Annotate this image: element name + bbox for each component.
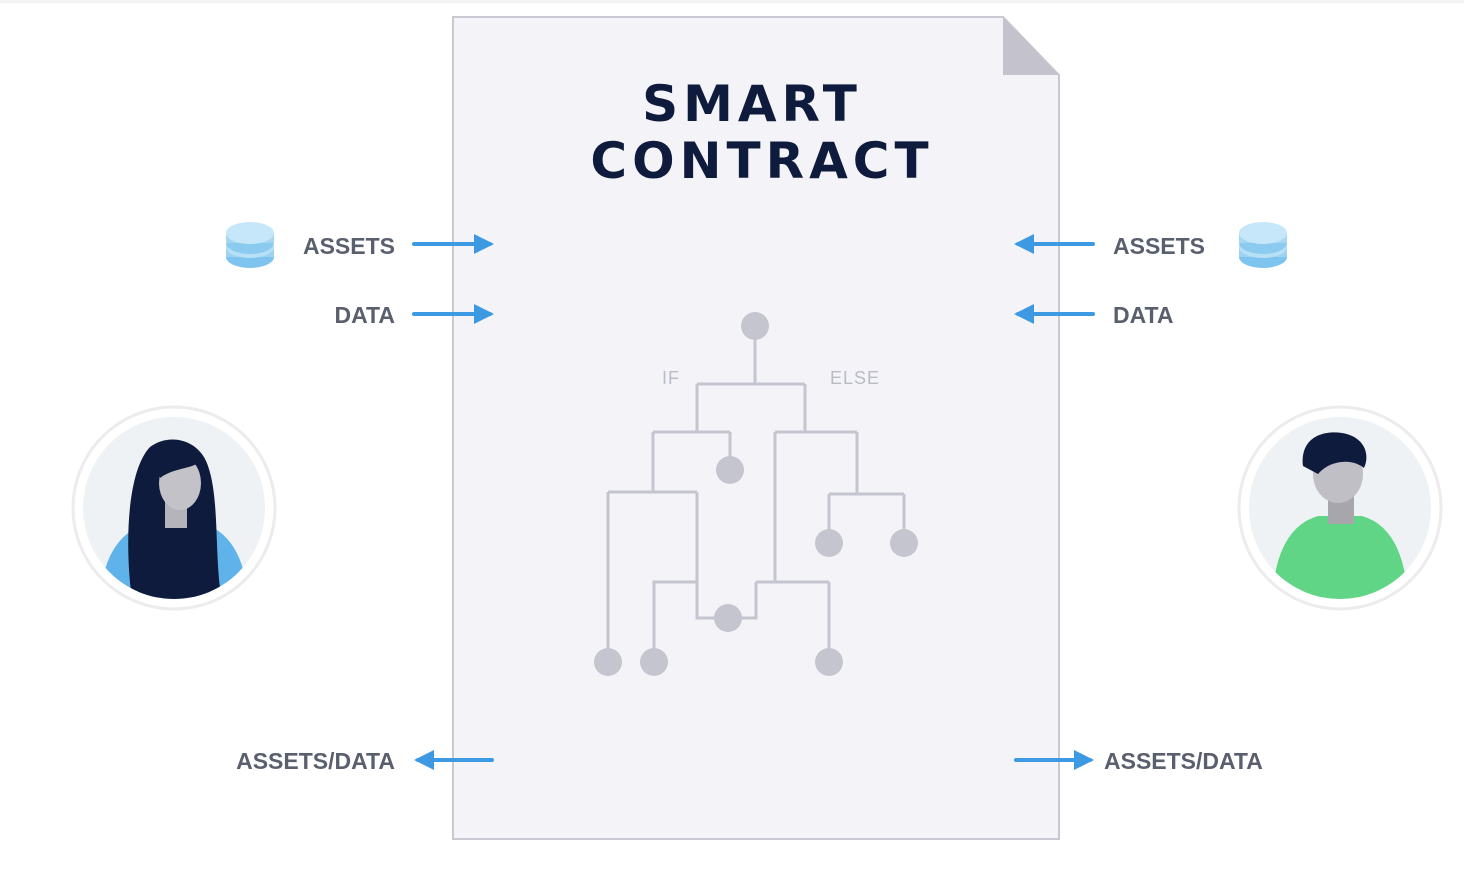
tree-node (594, 648, 622, 676)
document-title-line2: CONTRACT (590, 132, 933, 190)
right-data-label: DATA (1113, 302, 1173, 328)
top-border (0, 0, 1464, 3)
left-data-label: DATA (335, 302, 395, 328)
man-avatar (1237, 405, 1443, 611)
left-output-label: ASSETS/DATA (236, 748, 395, 774)
right-assets-label: ASSETS (1113, 233, 1205, 259)
if-label: IF (662, 368, 680, 388)
coin-stack-icon (1239, 222, 1287, 268)
tree-node (890, 529, 918, 557)
tree-node (741, 312, 769, 340)
page-fold-icon (1003, 17, 1059, 75)
coin-stack-icon (226, 222, 274, 268)
document-title-line1: SMART (642, 75, 862, 133)
flow-arrows (412, 234, 1095, 770)
logic-tree-nodes (594, 312, 918, 676)
tree-node (714, 604, 742, 632)
else-label: ELSE (830, 368, 880, 388)
contract-document (452, 16, 1060, 840)
tree-node (716, 456, 744, 484)
left-assets-label: ASSETS (303, 233, 395, 259)
tree-node (640, 648, 668, 676)
woman-avatar (71, 405, 277, 611)
tree-node (815, 648, 843, 676)
tree-node (815, 529, 843, 557)
right-output-label: ASSETS/DATA (1104, 748, 1263, 774)
